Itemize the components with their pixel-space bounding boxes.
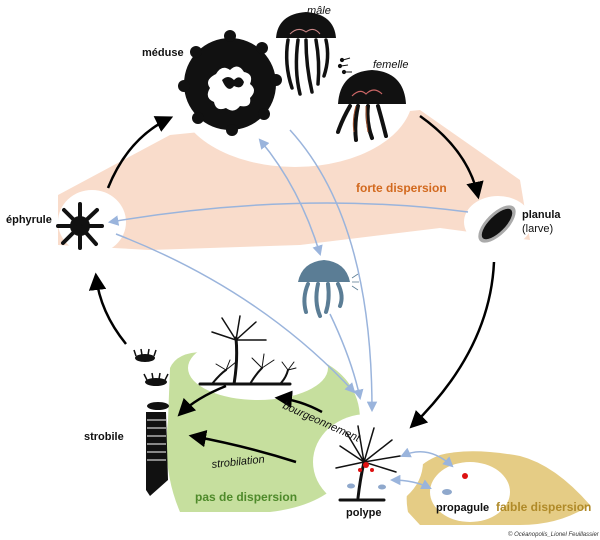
propagule-icon xyxy=(442,473,468,495)
credit-text: © Océanopolis_Lionel Feuillassier xyxy=(508,531,600,538)
propagule-area xyxy=(430,462,510,522)
planula-larva-icon xyxy=(478,205,516,243)
budding-polyp-icon xyxy=(198,315,297,386)
dispersion-arrows xyxy=(107,129,469,489)
label-femelle: femelle xyxy=(373,59,408,71)
ephyrule-area xyxy=(58,190,126,254)
label-larve: (larve) xyxy=(522,223,553,235)
strobile-icon xyxy=(133,348,169,496)
label-strobile: strobile xyxy=(84,431,124,443)
label-polype: polype xyxy=(346,507,381,519)
zone-label-faible-dispersion: faible dispersion xyxy=(496,500,591,514)
label-propagule: propagule xyxy=(436,502,489,514)
zone-label-pas-de-dispersion: pas de dispersion xyxy=(195,490,297,504)
label-meduse: méduse xyxy=(142,47,184,59)
life-cycle-arrows xyxy=(88,114,496,464)
sperm-icon xyxy=(337,57,352,75)
zone-label-forte-dispersion: forte dispersion xyxy=(356,181,447,195)
label-planula: planula xyxy=(522,209,561,221)
polyp-blue-propagules-icon xyxy=(347,483,386,490)
blue-medusa-icon xyxy=(298,260,359,318)
female-medusa-icon xyxy=(336,70,406,142)
polyp-red-dots-icon xyxy=(358,462,374,472)
label-ephyrule: éphyrule xyxy=(6,214,52,226)
label-male: mâle xyxy=(307,5,331,17)
male-medusa-icon xyxy=(276,12,336,96)
label-strobilation: strobilation xyxy=(211,453,265,470)
medusa-top-view-icon xyxy=(178,30,282,136)
ephyrule-icon xyxy=(56,202,104,250)
